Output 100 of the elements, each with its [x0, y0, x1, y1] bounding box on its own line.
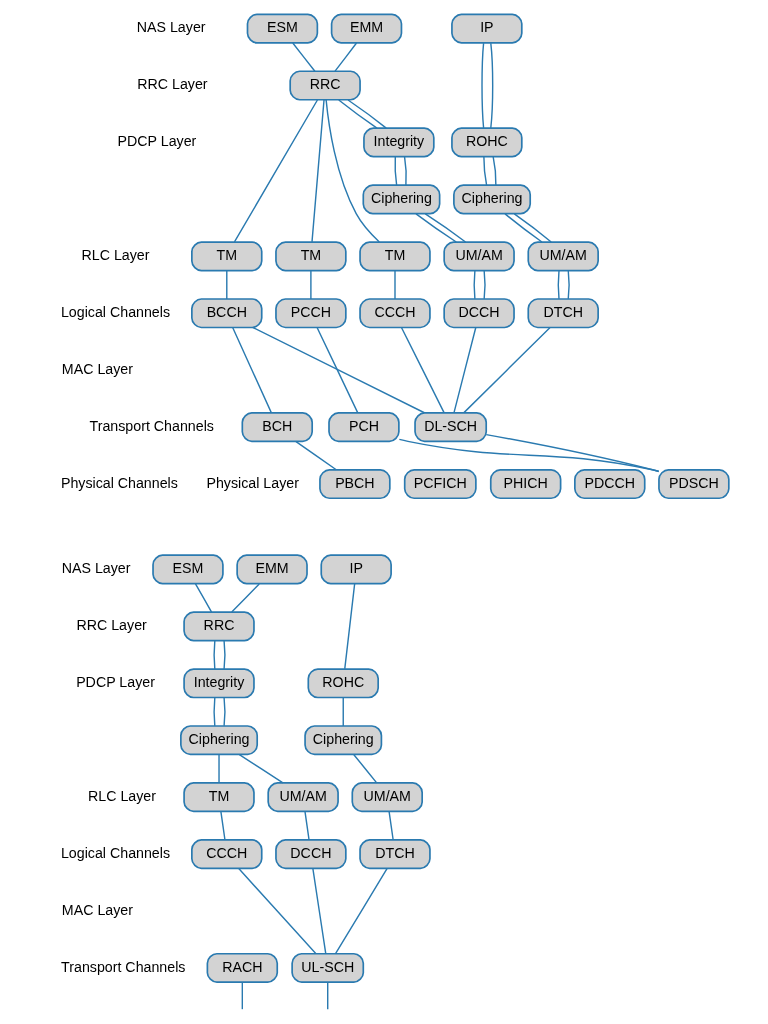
label: Transport Channels [61, 958, 186, 975]
connector [311, 98, 325, 243]
node-box: RRC [289, 69, 361, 101]
node-box: Ciphering [453, 183, 532, 214]
node-box: UM/AM [527, 240, 599, 271]
connector [223, 696, 226, 727]
connector [483, 155, 488, 186]
node-box: PDCCH [574, 468, 646, 499]
connector [504, 212, 543, 243]
node-box: DTCH [527, 297, 599, 328]
node-box: BCCH [191, 297, 263, 328]
connector [492, 155, 497, 186]
node-box: PDSCH [658, 468, 730, 499]
node-box: DL-SCH [414, 411, 488, 442]
connector [557, 269, 560, 300]
connector [394, 155, 398, 186]
connector [316, 326, 359, 413]
connector [310, 269, 312, 300]
node-box: BCH [241, 411, 314, 442]
connector [415, 212, 457, 243]
node-box: TM [275, 240, 347, 271]
connector [213, 696, 216, 727]
connector [400, 326, 445, 413]
connector [567, 269, 570, 300]
node-box: PCH [328, 411, 400, 442]
connector [304, 810, 310, 840]
connector [398, 438, 660, 472]
label: Logical Channels [60, 844, 171, 861]
connector [241, 981, 244, 1010]
node-box: RACH [206, 952, 279, 983]
label: PDCP Layer [76, 673, 155, 690]
node-box: TM [183, 781, 255, 812]
label: PDCP Layer [117, 132, 197, 149]
connector [424, 212, 467, 243]
node-box: Ciphering [304, 724, 383, 755]
connector [463, 326, 551, 413]
node-box: ESM [246, 13, 319, 44]
label: Physical Layer [206, 474, 299, 491]
connector [344, 582, 356, 670]
node-box: TM [359, 240, 431, 271]
node-box: PCCH [275, 297, 347, 328]
node-box: PBCH [319, 468, 391, 499]
node-box: Integrity [363, 126, 435, 157]
connector [342, 696, 344, 727]
label: Logical Channels [60, 303, 171, 320]
connector [335, 867, 388, 954]
node-box: CCCH [191, 838, 263, 869]
connector [292, 41, 316, 72]
node-box: Ciphering [180, 724, 259, 755]
connector [226, 269, 228, 300]
node-box: IP [320, 553, 392, 584]
node-box: PHICH [489, 468, 562, 499]
label: Transport Channels [89, 417, 214, 434]
connector [220, 810, 226, 840]
connector [312, 867, 327, 954]
connector [213, 639, 216, 670]
node-box: Ciphering [362, 183, 441, 214]
connector [252, 326, 426, 413]
node-box: UM/AM [443, 240, 515, 271]
connector [481, 41, 485, 129]
label: MAC Layer [61, 360, 133, 377]
node-box: RRC [183, 610, 255, 641]
connector [485, 433, 660, 472]
connector [325, 98, 381, 243]
node-box: EMM [236, 553, 308, 584]
connector [353, 753, 378, 784]
connector [338, 98, 378, 129]
connector [453, 326, 477, 413]
connector [223, 639, 226, 670]
label: RLC Layer [81, 246, 150, 263]
node-box: UM/AM [267, 781, 339, 812]
label: Physical Channels [60, 474, 178, 491]
label: NAS Layer [61, 559, 131, 576]
connector [483, 269, 486, 300]
label: RRC Layer [137, 75, 208, 92]
node-box: ROHC [451, 126, 523, 157]
connector [218, 753, 220, 784]
connector [513, 212, 552, 243]
node-box: PCFICH [403, 468, 477, 499]
node-box: UM/AM [351, 781, 423, 812]
label: RLC Layer [88, 787, 156, 804]
connector [403, 155, 407, 186]
connector [238, 867, 317, 954]
connector [394, 269, 396, 300]
label: MAC Layer [61, 901, 133, 918]
node-box: ESM [152, 553, 224, 584]
node-box: DCCH [275, 838, 347, 869]
node-box: DTCH [359, 838, 431, 869]
connector [238, 753, 284, 784]
connector [490, 41, 494, 129]
connector [194, 582, 213, 613]
connector [334, 41, 358, 72]
node-box: IP [451, 13, 523, 44]
connector [295, 440, 337, 470]
connector [327, 981, 329, 1010]
label: NAS Layer [136, 18, 206, 35]
connector [473, 269, 476, 300]
node-box: CCCH [359, 297, 431, 328]
connector [232, 326, 272, 413]
connector [233, 98, 319, 243]
